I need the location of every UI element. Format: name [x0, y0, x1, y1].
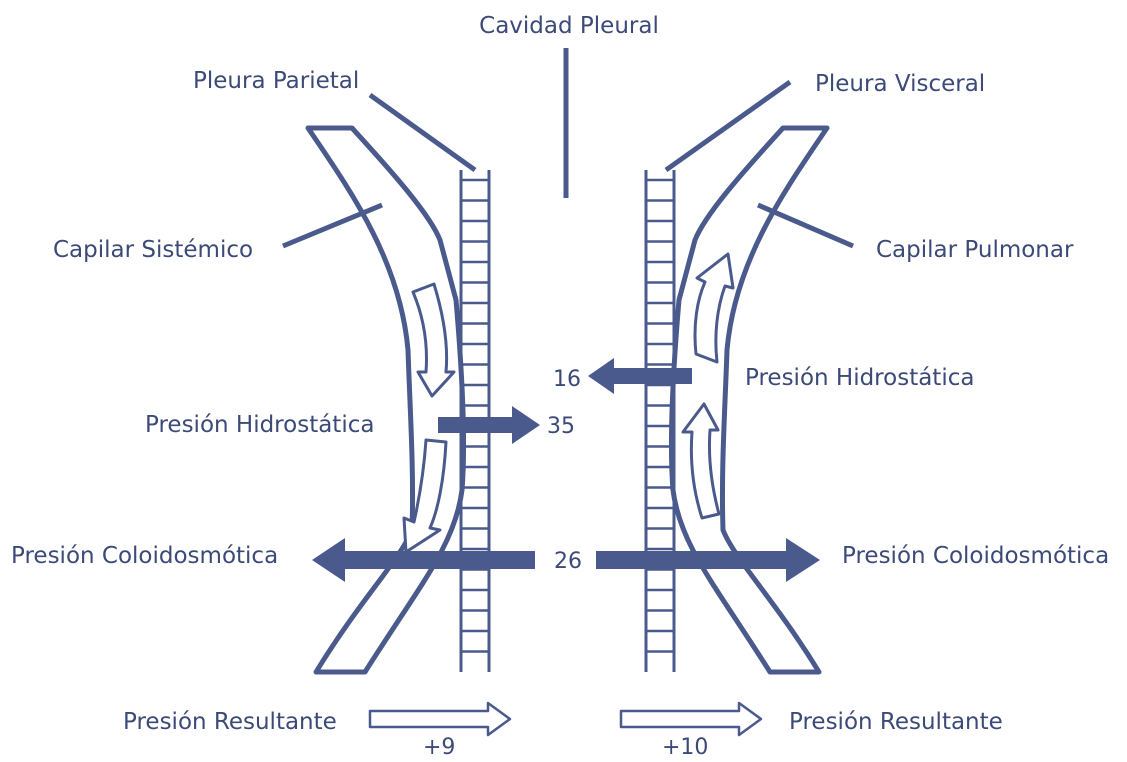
resultant-pulmonary-arrow [621, 703, 761, 735]
capilar-pulmonar-line [758, 205, 853, 246]
systemic-capillary-wall [308, 128, 464, 672]
pleura-visceral-label: Pleura Visceral [815, 71, 985, 97]
resultant-systemic-label: Presión Resultante [123, 709, 337, 735]
hydrostatic-pulmonary-value: 16 [553, 367, 581, 392]
pleura-parietal-line [370, 95, 475, 170]
resultant-pulmonary-label: Presión Resultante [789, 709, 1003, 735]
resultant-pulmonary-value: +10 [662, 735, 708, 757]
pulmonary-capillary-wall [671, 128, 827, 672]
resultant-systemic-arrow [370, 703, 510, 735]
colloid-value: 26 [554, 549, 582, 574]
resultant-systemic-value: +9 [423, 735, 455, 757]
pleura-parietal-label: Pleura Parietal [193, 68, 359, 94]
capilar-pulmonar-label: Capilar Pulmonar [876, 237, 1074, 263]
capilar-sistemico-label: Capilar Sistémico [53, 237, 253, 263]
colloid-systemic-label: Presión Coloidosmótica [11, 543, 278, 569]
hydrostatic-systemic-label: Presión Hidrostática [145, 412, 374, 438]
cavidad-pleural-label: Cavidad Pleural [479, 13, 659, 39]
colloid-pulmonary-label: Presión Coloidosmótica [842, 543, 1109, 569]
hydrostatic-pulmonary-label: Presión Hidrostática [745, 365, 974, 391]
hydrostatic-systemic-value: 35 [547, 414, 575, 439]
